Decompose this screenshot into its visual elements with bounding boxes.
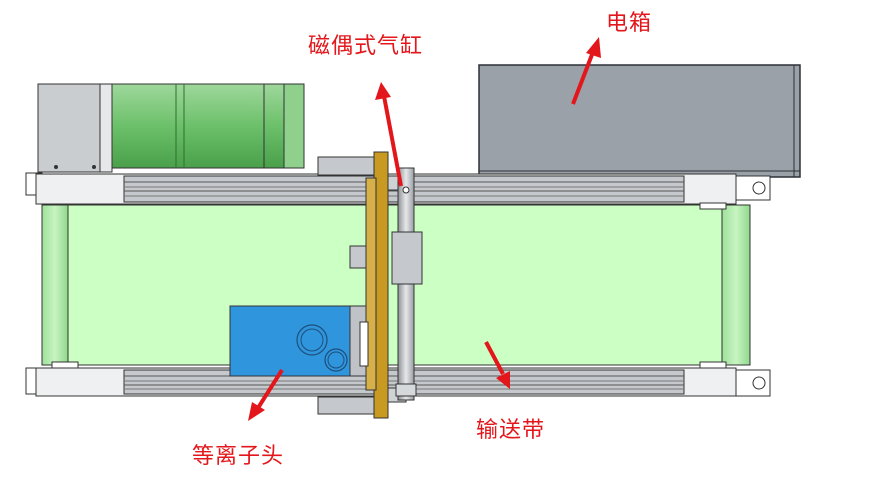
conveyor-belt [41,202,751,369]
conveyor-belt-label: 输送带 [476,418,546,443]
plasma-head-label: 等离子头 [192,444,285,469]
arrow-icon [375,82,403,187]
arrow-icon [571,37,601,105]
arrow-icon [484,341,510,389]
motor [37,83,305,173]
magnetic-cylinder-label: 磁偶式气缸 [308,34,424,59]
electric-box [478,64,801,178]
plasma-head [229,305,369,377]
arrow-icon [248,368,284,421]
electric-box-label: 电箱 [606,11,653,36]
magnetic-cylinder [391,167,423,401]
